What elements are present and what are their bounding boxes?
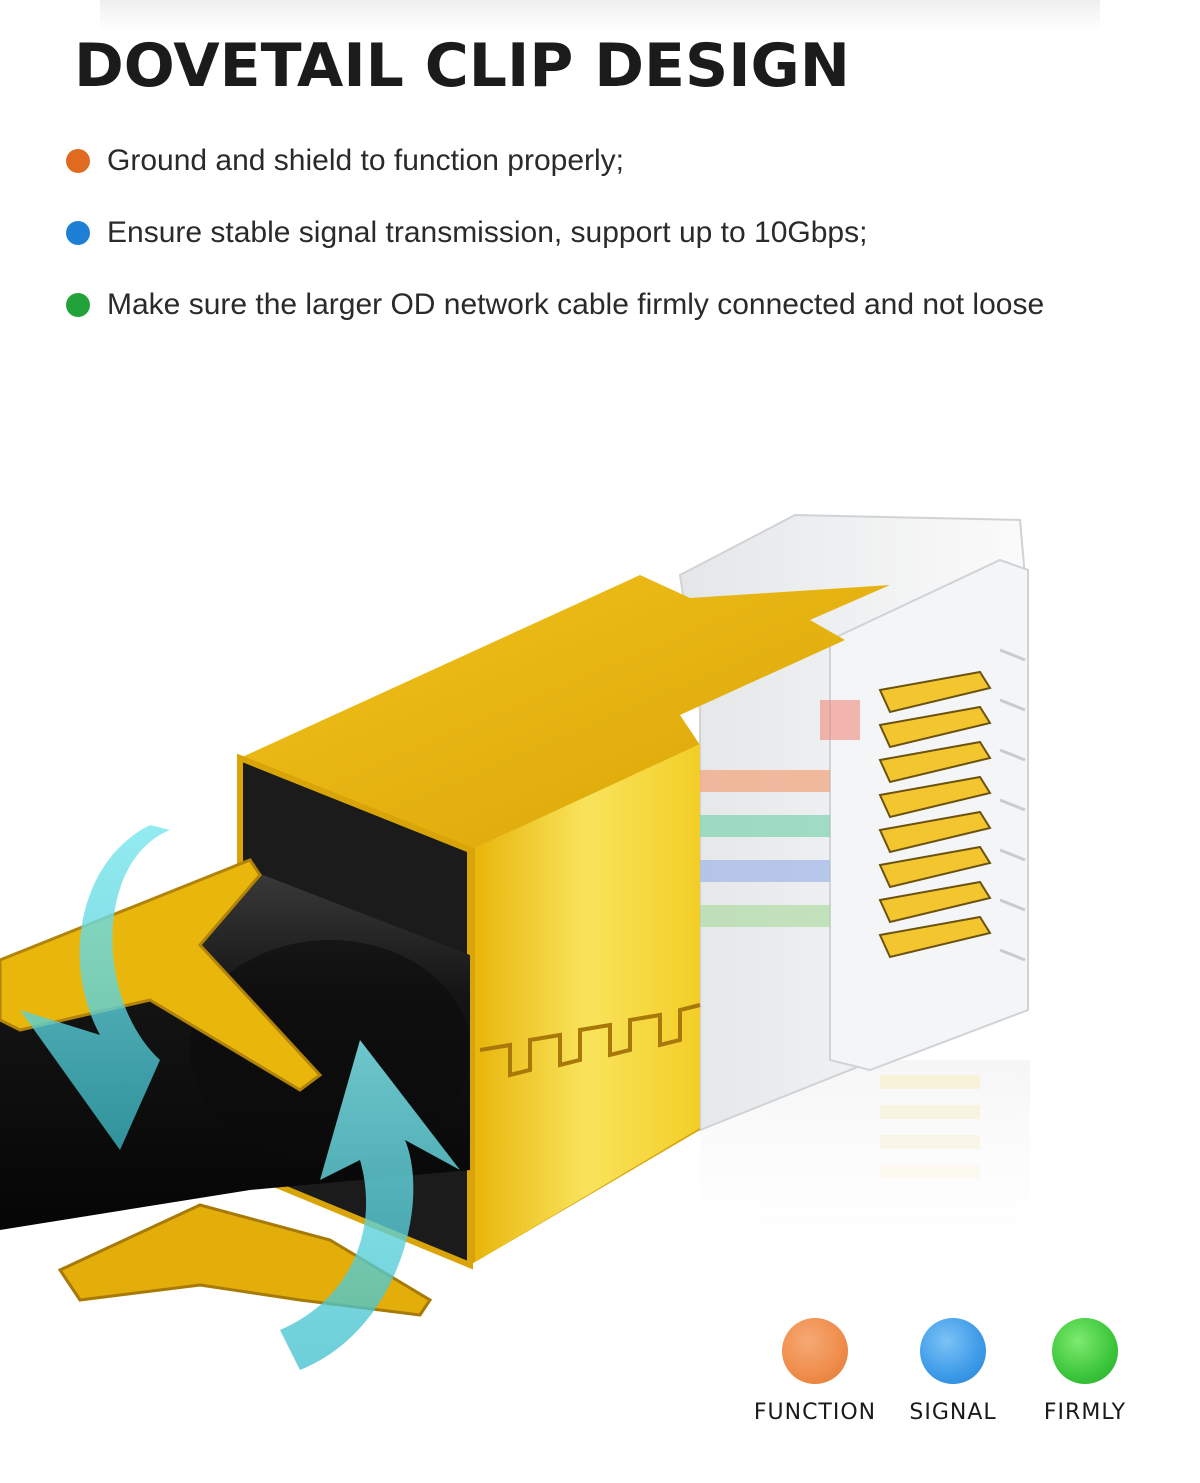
blue-dot-icon [66, 221, 90, 245]
feature-text: Make sure the larger OD network cable fi… [107, 288, 1045, 321]
feature-item-function: Ground and shield to function properly; [66, 138, 1044, 184]
feature-text: Ground and shield to function properly; [107, 144, 624, 177]
feature-list: Ground and shield to function properly; … [66, 138, 1044, 354]
legend-label: SIGNAL [909, 1400, 997, 1425]
green-ball-icon [1052, 1318, 1118, 1384]
legend-item-function: FUNCTION [740, 1318, 890, 1425]
orange-ball-icon [782, 1318, 848, 1384]
feature-text: Ensure stable signal transmission, suppo… [107, 216, 868, 249]
legend-label: FIRMLY [1043, 1400, 1127, 1425]
orange-dot-icon [66, 149, 90, 173]
feature-item-firmly: Make sure the larger OD network cable fi… [66, 282, 1044, 328]
legend-item-firmly: FIRMLY [1010, 1318, 1160, 1425]
blue-ball-icon [920, 1318, 986, 1384]
page-title: DOVETAIL CLIP DESIGN [74, 31, 851, 101]
top-fade [100, 0, 1100, 30]
feature-item-signal: Ensure stable signal transmission, suppo… [66, 210, 1044, 256]
legend: FUNCTION SIGNAL FIRMLY [740, 1318, 1160, 1438]
gold-contact-pins [878, 670, 992, 959]
green-dot-icon [66, 293, 90, 317]
rotation-arrows-icon [20, 825, 460, 1370]
legend-label: FUNCTION [753, 1400, 877, 1425]
rj45-connector-illustration [0, 513, 1030, 1370]
legend-item-signal: SIGNAL [878, 1318, 1028, 1425]
